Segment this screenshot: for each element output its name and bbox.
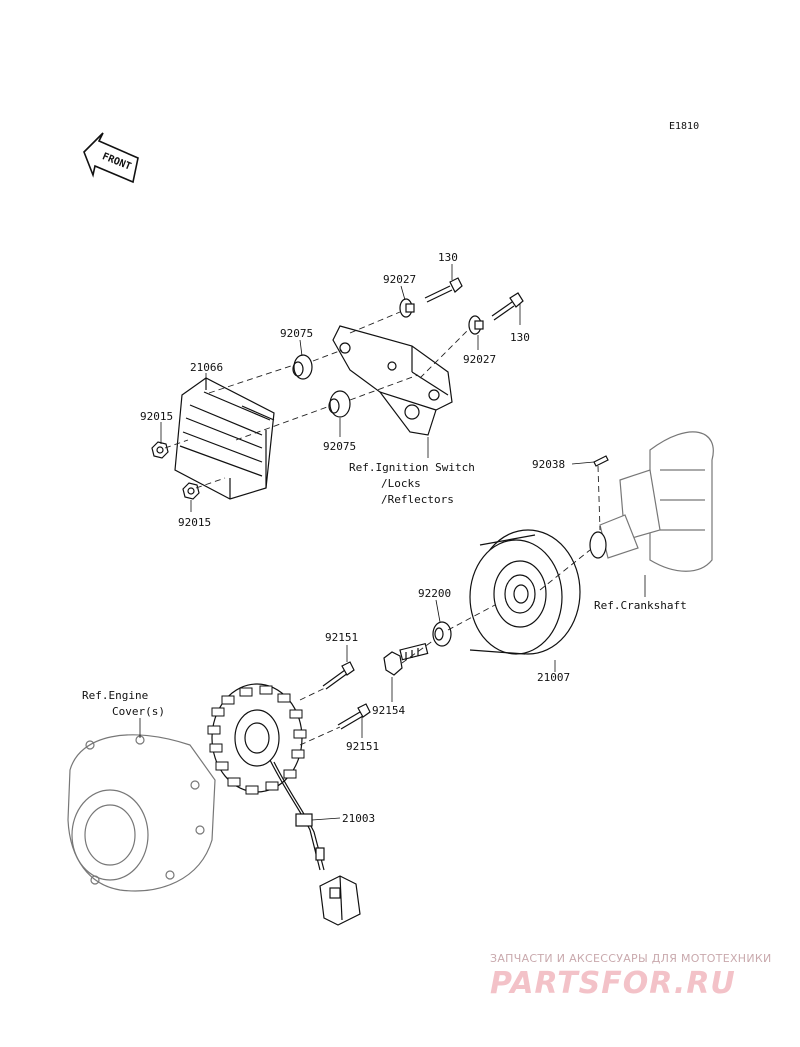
- part-number-21066[interactable]: 21066: [190, 361, 224, 374]
- part-number-21003[interactable]: 21003: [342, 812, 376, 825]
- ref-ignition-switch-line2: /Locks: [381, 477, 421, 490]
- engine-cover-reference: [67, 734, 216, 892]
- bolt-130-upper: [424, 277, 463, 303]
- stator-bolt-92151-upper: [322, 661, 355, 690]
- watermark-tagline: ЗАПЧАСТИ И АКСЕССУАРЫ ДЛЯ МОТОТЕХНИКИ: [490, 952, 772, 965]
- diagram-code: E1810: [669, 121, 700, 132]
- grommet-92075-upper: [292, 354, 313, 380]
- part-number-130-lower[interactable]: 130: [510, 331, 530, 344]
- regulator-rectifier: [174, 377, 275, 500]
- part-number-92151-lower[interactable]: 92151: [346, 740, 380, 753]
- part-number-130-upper[interactable]: 130: [438, 251, 458, 264]
- collar-92027-upper: [399, 298, 415, 318]
- ref-engine-covers-line1: Ref.Engine: [82, 689, 149, 702]
- watermark-logo: PARTSFOR.RU: [490, 966, 736, 1001]
- nut-92015-upper: [151, 441, 169, 459]
- bolt-130-lower: [491, 292, 524, 321]
- rotor-flywheel: [469, 529, 581, 655]
- ref-ignition-switch-line1: Ref.Ignition Switch: [349, 461, 475, 474]
- part-number-92015-lower[interactable]: 92015: [178, 516, 212, 529]
- ref-ignition-switch-line3: /Reflectors: [381, 493, 454, 506]
- rotor-bolt-92154: [383, 642, 429, 676]
- mounting-bracket: [332, 325, 453, 436]
- part-number-21007[interactable]: 21007: [537, 671, 571, 684]
- part-number-92015-upper[interactable]: 92015: [140, 410, 174, 423]
- part-number-92075-lower[interactable]: 92075: [323, 440, 357, 453]
- stator-bolt-92151-lower: [337, 703, 371, 730]
- part-number-92154[interactable]: 92154: [372, 704, 406, 717]
- woodruff-key-92038: [593, 455, 609, 467]
- part-number-92075-upper[interactable]: 92075: [280, 327, 314, 340]
- part-number-92027-upper[interactable]: 92027: [383, 273, 417, 286]
- stator: [207, 683, 361, 926]
- ref-crankshaft: Ref.Crankshaft: [594, 599, 687, 612]
- crankshaft-reference: [589, 431, 714, 572]
- nut-92015-lower: [182, 482, 200, 500]
- washer-92200: [432, 621, 452, 647]
- front-arrow-icon: FRONT: [83, 132, 139, 184]
- part-number-92151-upper[interactable]: 92151: [325, 631, 359, 644]
- ref-engine-covers-line2: Cover(s): [112, 705, 165, 718]
- part-number-92027-lower[interactable]: 92027: [463, 353, 497, 366]
- part-number-92038[interactable]: 92038: [532, 458, 566, 471]
- grommet-92075-lower: [328, 390, 351, 418]
- part-number-92200[interactable]: 92200: [418, 587, 452, 600]
- collar-92027-lower: [468, 315, 484, 335]
